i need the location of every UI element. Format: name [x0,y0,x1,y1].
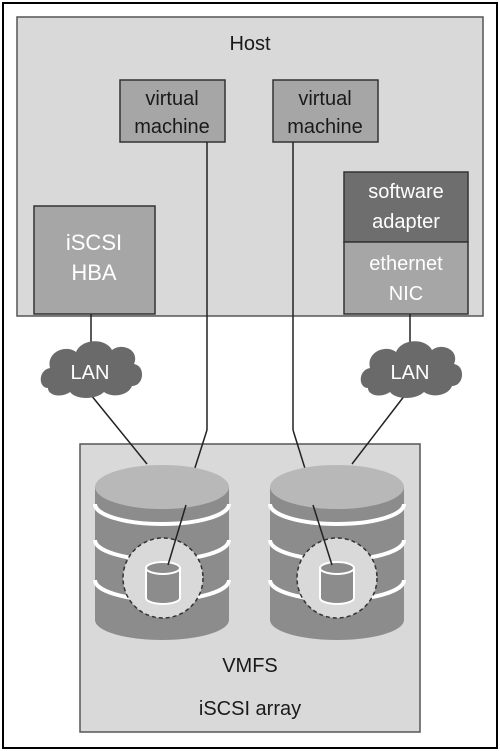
iscsi-array-label: iSCSI array [199,698,301,720]
iscsi-hba-label-2: HBA [71,260,117,285]
lan-right-label: LAN [391,362,430,384]
virtual-machine-right-label-2: machine [287,116,363,138]
virtual-machine-left-label-2: machine [134,116,210,138]
storage-disk-left-band-1 [93,503,231,526]
vmdk-left-icon [145,561,181,605]
vm-left-disk-link-overlay [167,504,187,566]
storage-disk-right-band-1 [268,503,406,526]
virtual-machine-left-box [119,79,226,143]
lan-right-cloud: LAN [360,341,463,398]
storage-disk-left [93,465,231,640]
iscsi-hba-label-1: iSCSI [66,230,122,255]
software-adapter-label-1: software [368,181,444,203]
storage-disk-left-top [95,465,229,509]
storage-disk-right-top [270,465,404,509]
lan-left-label: LAN [71,362,110,384]
iscsi-hba: iSCSI HBA [33,205,156,315]
host-title: Host [229,33,271,55]
lan-to-right-disk-line [351,394,406,465]
vmdk-right-icon [319,561,355,605]
ethernet-nic-box [343,241,469,315]
ethernet-nic-label-1: ethernet [369,253,443,275]
lan-left-cloud-shape [40,341,143,398]
ethernet-nic: ethernet NIC [343,241,469,315]
ethernet-nic-label-2: NIC [389,283,423,305]
software-adapter: software adapter [343,171,469,243]
virtual-machine-right-box [272,79,379,143]
lan-to-left-disk-line [90,394,148,465]
software-adapter-box [343,171,469,243]
iscsi-hba-box [33,205,156,315]
storage-disk-right [268,465,406,640]
virtual-machine-right: virtual machine [272,79,379,143]
virtual-machine-right-label-1: virtual [298,88,351,110]
software-adapter-label-2: adapter [372,211,440,233]
virtual-machine-left-label-1: virtual [145,88,198,110]
lan-right-cloud-shape [360,341,463,398]
virtual-machine-left: virtual machine [119,79,226,143]
vmfs-label: VMFS [222,655,278,677]
lan-left-cloud: LAN [40,341,143,398]
vm-right-disk-link-overlay [312,504,333,566]
vm-disk-link-overlays [167,504,333,566]
